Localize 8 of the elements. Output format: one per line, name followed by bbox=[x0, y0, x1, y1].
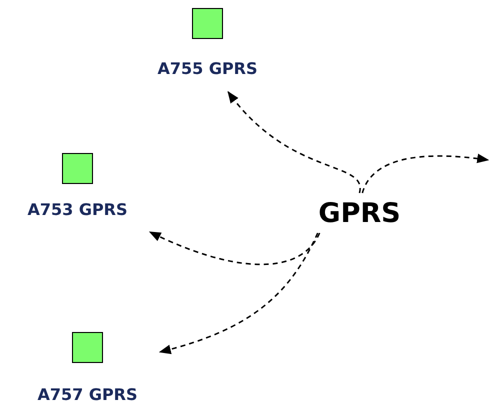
dashed-arrow bbox=[158, 232, 318, 354]
device-label: A757 GPRS bbox=[37, 385, 138, 404]
device-label: A753 GPRS bbox=[27, 200, 128, 219]
device-label: A755 GPRS bbox=[157, 59, 258, 78]
dashed-arrow bbox=[148, 231, 320, 266]
dashed-arrow bbox=[227, 91, 361, 194]
network-label: GPRS bbox=[312, 193, 407, 233]
dashed-arrow bbox=[362, 154, 490, 194]
